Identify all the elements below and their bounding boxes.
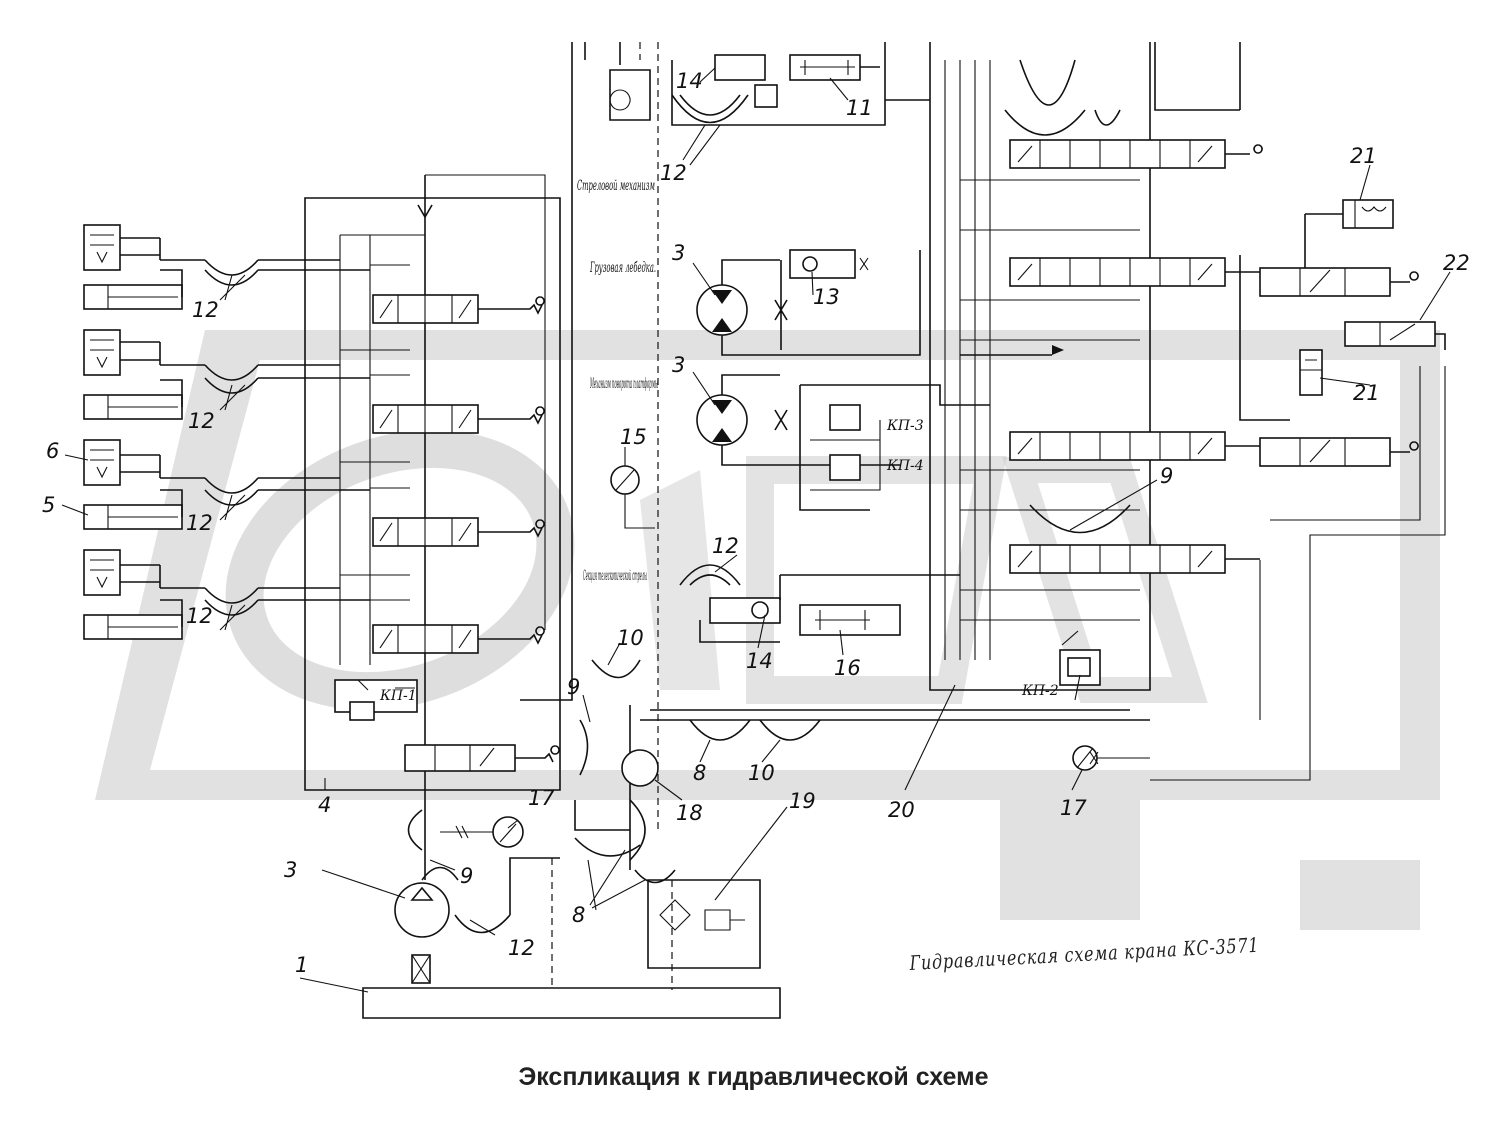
central-lines: [520, 42, 1150, 969]
callout-5: 5: [42, 493, 55, 517]
callout-4: 4: [318, 793, 331, 817]
label-cargo-winch: Грузовая лебедка.: [590, 260, 656, 276]
callout-14-bottom: 14: [746, 649, 773, 673]
mechanism-labels: Стреловой механизм Грузовая лебедка. Мех…: [577, 178, 658, 584]
callout-3-slew: 3: [672, 353, 685, 377]
callout-6: 6: [46, 439, 59, 463]
callout-numbers: 1 3 3 3 4 5 6 8 8 9 9 9 10 10 11 12 12 1…: [42, 69, 1470, 977]
label-telescope-section: Секция телескопической стрелы: [583, 568, 647, 584]
outrigger-distributor: [304, 174, 561, 880]
label-kp4: КП-4: [886, 458, 924, 474]
label-boom-mechanism: Стреловой механизм: [577, 178, 655, 194]
callout-10-upper: 10: [617, 626, 644, 650]
callout-21-top: 21: [1350, 144, 1377, 168]
callout-17-left: 17: [528, 786, 555, 810]
callout-1: 1: [295, 953, 308, 977]
callout-12-d: 12: [186, 604, 213, 628]
label-kp2: КП-2: [1021, 683, 1059, 699]
callout-12-pump: 12: [508, 936, 535, 960]
callout-3-winch: 3: [672, 241, 685, 265]
callout-20: 20: [888, 798, 915, 822]
callout-15: 15: [620, 425, 647, 449]
callout-19: 19: [789, 789, 816, 813]
leader-lines: [61, 67, 1451, 993]
label-kp3: КП-3: [886, 418, 924, 434]
callout-9-left: 9: [567, 675, 580, 699]
control-distributor: [929, 42, 1263, 691]
watermark-logo: [95, 330, 1440, 930]
callout-12-tele: 12: [712, 534, 739, 558]
relief-valve-labels: КП-1 КП-2 КП-3 КП-4: [379, 418, 1059, 704]
callout-3-pump: 3: [284, 858, 297, 882]
callout-12-a: 12: [192, 298, 219, 322]
label-kp1: КП-1: [379, 688, 417, 704]
callout-12-c: 12: [186, 511, 213, 535]
page-title: Экспликация к гидравлической схеме: [518, 1063, 989, 1091]
callout-8-upper: 8: [693, 761, 706, 785]
callout-17-right: 17: [1060, 796, 1087, 820]
diagram-caption: Гидравлическая схема крана КС-3571: [908, 933, 1260, 975]
callout-14-top: 14: [676, 69, 703, 93]
callout-8-lower: 8: [572, 903, 585, 927]
callout-10-lower: 10: [748, 761, 775, 785]
hoses-left: [204, 259, 370, 616]
outrigger-cylinders: [83, 224, 205, 640]
callout-9-pump: 9: [460, 864, 473, 888]
callout-13: 13: [813, 285, 840, 309]
callout-9-right: 9: [1160, 464, 1173, 488]
callout-21-bottom: 21: [1353, 381, 1380, 405]
callout-11: 11: [846, 96, 873, 120]
callout-18: 18: [676, 801, 703, 825]
callout-12-b: 12: [188, 409, 215, 433]
callout-16: 16: [834, 656, 861, 680]
callout-12-top: 12: [660, 161, 687, 185]
label-slew-mechanism: Механизм поворота платформы: [590, 376, 658, 392]
pilot-controls: [1150, 42, 1446, 781]
callout-22: 22: [1443, 251, 1470, 275]
pump-and-tank: [362, 809, 781, 1019]
